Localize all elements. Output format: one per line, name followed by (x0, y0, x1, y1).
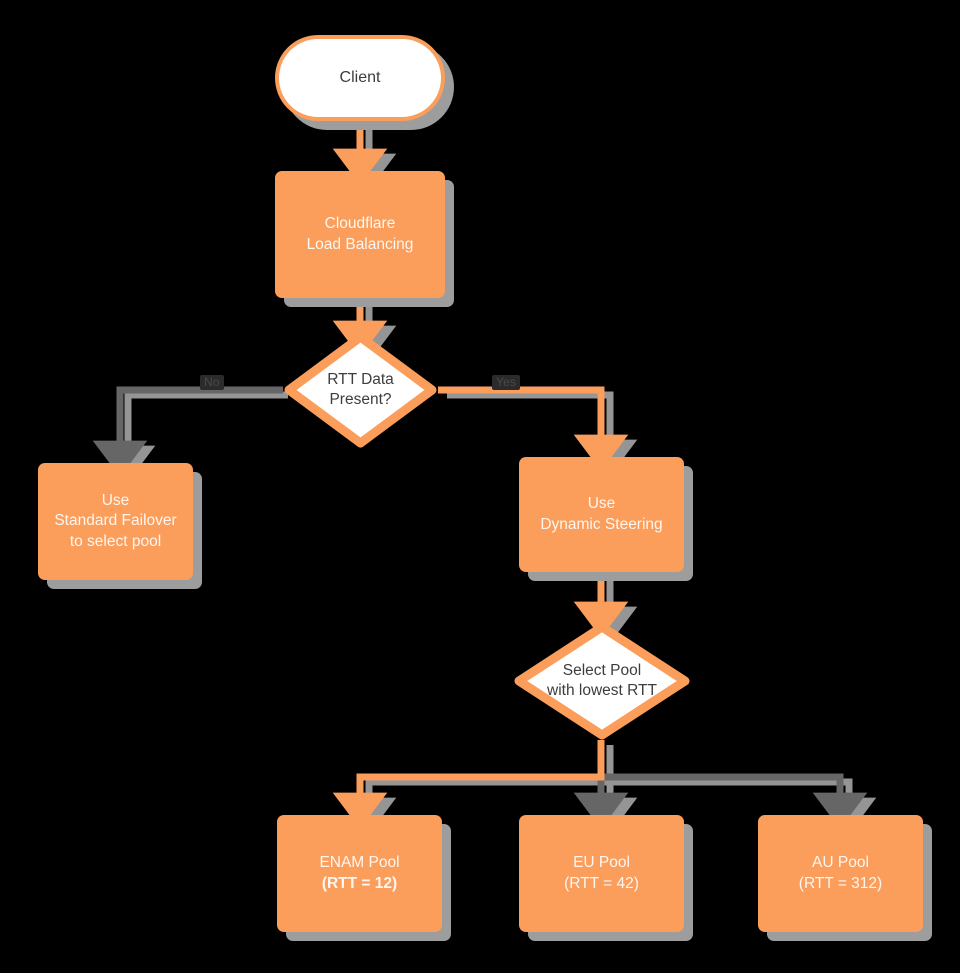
node-steering-label-line1: Use (587, 495, 616, 513)
node-steering-label-line2: Dynamic Steering (540, 515, 663, 533)
node-failover-label-line3: to select pool (69, 532, 162, 550)
node-standard-failover[interactable]: Use Standard Failover to select pool (38, 463, 193, 580)
node-rtt-data-present-decision[interactable]: RTT Data Present? (283, 330, 438, 450)
edge-rtt-to-failover (92, 386, 283, 477)
node-enam-label-line2: (RTT = 12) (321, 874, 398, 892)
node-client-label: Client (339, 69, 381, 87)
node-cloudflare-load-balancing[interactable]: Cloudflare Load Balancing (275, 171, 445, 298)
node-select-pool-decision[interactable]: Select Pool with lowest RTT (512, 620, 692, 742)
node-lb-label-line1: Cloudflare (324, 215, 396, 233)
node-eu-pool[interactable]: EU Pool (RTT = 42) (519, 815, 684, 932)
node-select-label-line1: Select Pool (562, 661, 642, 679)
diamond-shape-select-pool (514, 622, 690, 740)
node-rtt-label-line2: Present? (329, 391, 392, 408)
edge-label-yes: Yes (492, 375, 521, 391)
node-select-label-line2: with lowest RTT (547, 682, 657, 699)
node-lb-label-line2: Load Balancing (306, 235, 414, 253)
node-failover-label-line2: Standard Failover (54, 512, 177, 530)
node-rtt-label-line1: RTT Data (327, 370, 394, 388)
node-failover-label-line1: Use (101, 491, 130, 509)
node-au-label-line1: AU Pool (812, 854, 869, 872)
node-au-pool[interactable]: AU Pool (RTT = 312) (758, 815, 923, 932)
inactive-edges (92, 386, 868, 829)
edge-select-to-enam (332, 740, 605, 829)
edge-label-no: No (200, 375, 224, 391)
node-enam-pool[interactable]: ENAM Pool (RTT = 12) (277, 815, 442, 932)
node-eu-label-line2: (RTT = 42) (564, 874, 639, 892)
diamond-shape-rtt (284, 332, 437, 448)
edge-rtt-to-steering (438, 386, 629, 471)
node-dynamic-steering[interactable]: Use Dynamic Steering (519, 457, 684, 572)
node-eu-label-line1: EU Pool (573, 854, 630, 872)
edge-select-to-au (601, 773, 868, 829)
node-client[interactable]: Client (275, 35, 445, 121)
node-enam-label-line1: ENAM Pool (319, 854, 400, 872)
node-au-label-line2: (RTT = 312) (798, 874, 883, 892)
